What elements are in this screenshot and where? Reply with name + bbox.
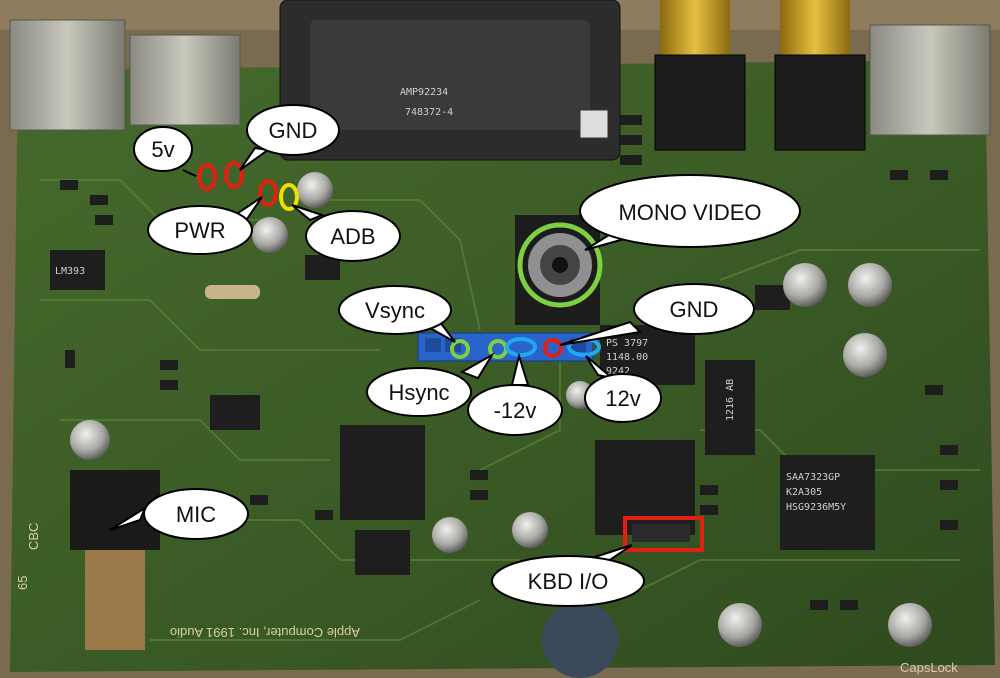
label-plus-12v: 12v bbox=[605, 386, 640, 411]
mc-chip bbox=[340, 425, 425, 520]
label-mono-video: MONO VIDEO bbox=[618, 200, 761, 225]
callout-5v bbox=[133, 126, 193, 172]
label-adb: ADB bbox=[330, 224, 375, 249]
marker-gnd-mid bbox=[543, 338, 563, 358]
marker-minus-12v bbox=[505, 337, 537, 357]
kbd-header-pins bbox=[632, 524, 690, 542]
label-hsync: Hsync bbox=[388, 380, 449, 405]
saa-chip: SAA7323GP K2A305 HSG9236M5Y bbox=[780, 455, 875, 550]
callout-vsync bbox=[338, 285, 452, 335]
svg-text:1148.00: 1148.00 bbox=[606, 352, 648, 363]
c1216-chip: 1216 AB bbox=[705, 360, 755, 455]
svg-text:9242: 9242 bbox=[606, 366, 630, 377]
svg-text:AMP92234: AMP92234 bbox=[400, 87, 448, 98]
capacitors bbox=[70, 172, 932, 678]
callout-kbd-io bbox=[491, 555, 645, 607]
callout-pwr bbox=[147, 205, 253, 255]
rca-jacks bbox=[654, 0, 866, 151]
pcb-traces bbox=[40, 179, 980, 641]
smd-components bbox=[60, 115, 958, 610]
db-connector: AMP92234 748372-4 bbox=[279, 0, 621, 161]
svg-text:LM393: LM393 bbox=[55, 266, 85, 277]
label-minus-12v: -12v bbox=[494, 398, 537, 423]
label-pwr: PWR bbox=[174, 218, 225, 243]
label-kbd-io: KBD I/O bbox=[528, 569, 609, 594]
right-audio-jack bbox=[869, 24, 991, 136]
label-5v: 5v bbox=[151, 137, 174, 162]
svg-text:748372-4: 748372-4 bbox=[405, 107, 453, 118]
callout-plus-12v bbox=[584, 373, 662, 423]
label-gnd-top: GND bbox=[269, 118, 318, 143]
marker-pwr bbox=[258, 179, 278, 207]
svg-text:SAA7323GP: SAA7323GP bbox=[786, 472, 840, 483]
board-number-silkscreen: 65 bbox=[15, 576, 30, 590]
callout-mono-video bbox=[579, 174, 801, 248]
capslock-label: CapsLock bbox=[900, 660, 958, 675]
mic-jack bbox=[70, 470, 160, 650]
label-mic: MIC bbox=[176, 502, 216, 527]
svg-text:PS 3797: PS 3797 bbox=[606, 338, 648, 349]
marker-5v bbox=[197, 163, 217, 191]
marker-vsync bbox=[450, 339, 470, 359]
label-gnd-mid: GND bbox=[670, 297, 719, 322]
callout-hsync bbox=[366, 367, 472, 417]
label-vsync: Vsync bbox=[365, 298, 425, 323]
small-ic-bottom bbox=[355, 530, 410, 575]
small-ic-left bbox=[210, 395, 260, 430]
lm393-chip: LM393 bbox=[50, 250, 105, 290]
callout-minus-12v bbox=[467, 384, 563, 436]
resistor bbox=[205, 285, 260, 299]
left-audio-jacks bbox=[9, 19, 241, 131]
marker-mono-video bbox=[517, 222, 603, 308]
marker-gnd-top bbox=[224, 161, 244, 189]
callout-gnd-mid bbox=[633, 283, 755, 335]
board-id-silkscreen: CBC bbox=[26, 523, 41, 550]
marker-adb bbox=[279, 183, 299, 211]
mono-video-jack bbox=[515, 215, 600, 325]
callout-mic bbox=[143, 488, 249, 540]
callout-adb bbox=[305, 210, 401, 262]
copyright-silkscreen: Apple Computer, Inc. 1991 Audio bbox=[170, 625, 360, 640]
callout-gnd-top bbox=[246, 104, 340, 156]
svg-text:1216 AB: 1216 AB bbox=[725, 379, 736, 421]
callout-bubbles: 5v GND PWR ADB MONO VIDEO Vsync GND Hsyn… bbox=[109, 104, 801, 607]
main-chip bbox=[595, 440, 695, 535]
marker-kbd-io bbox=[623, 516, 704, 552]
svg-text:HSG9236M5Y: HSG9236M5Y bbox=[786, 502, 846, 513]
svg-text:K2A305: K2A305 bbox=[786, 487, 822, 498]
